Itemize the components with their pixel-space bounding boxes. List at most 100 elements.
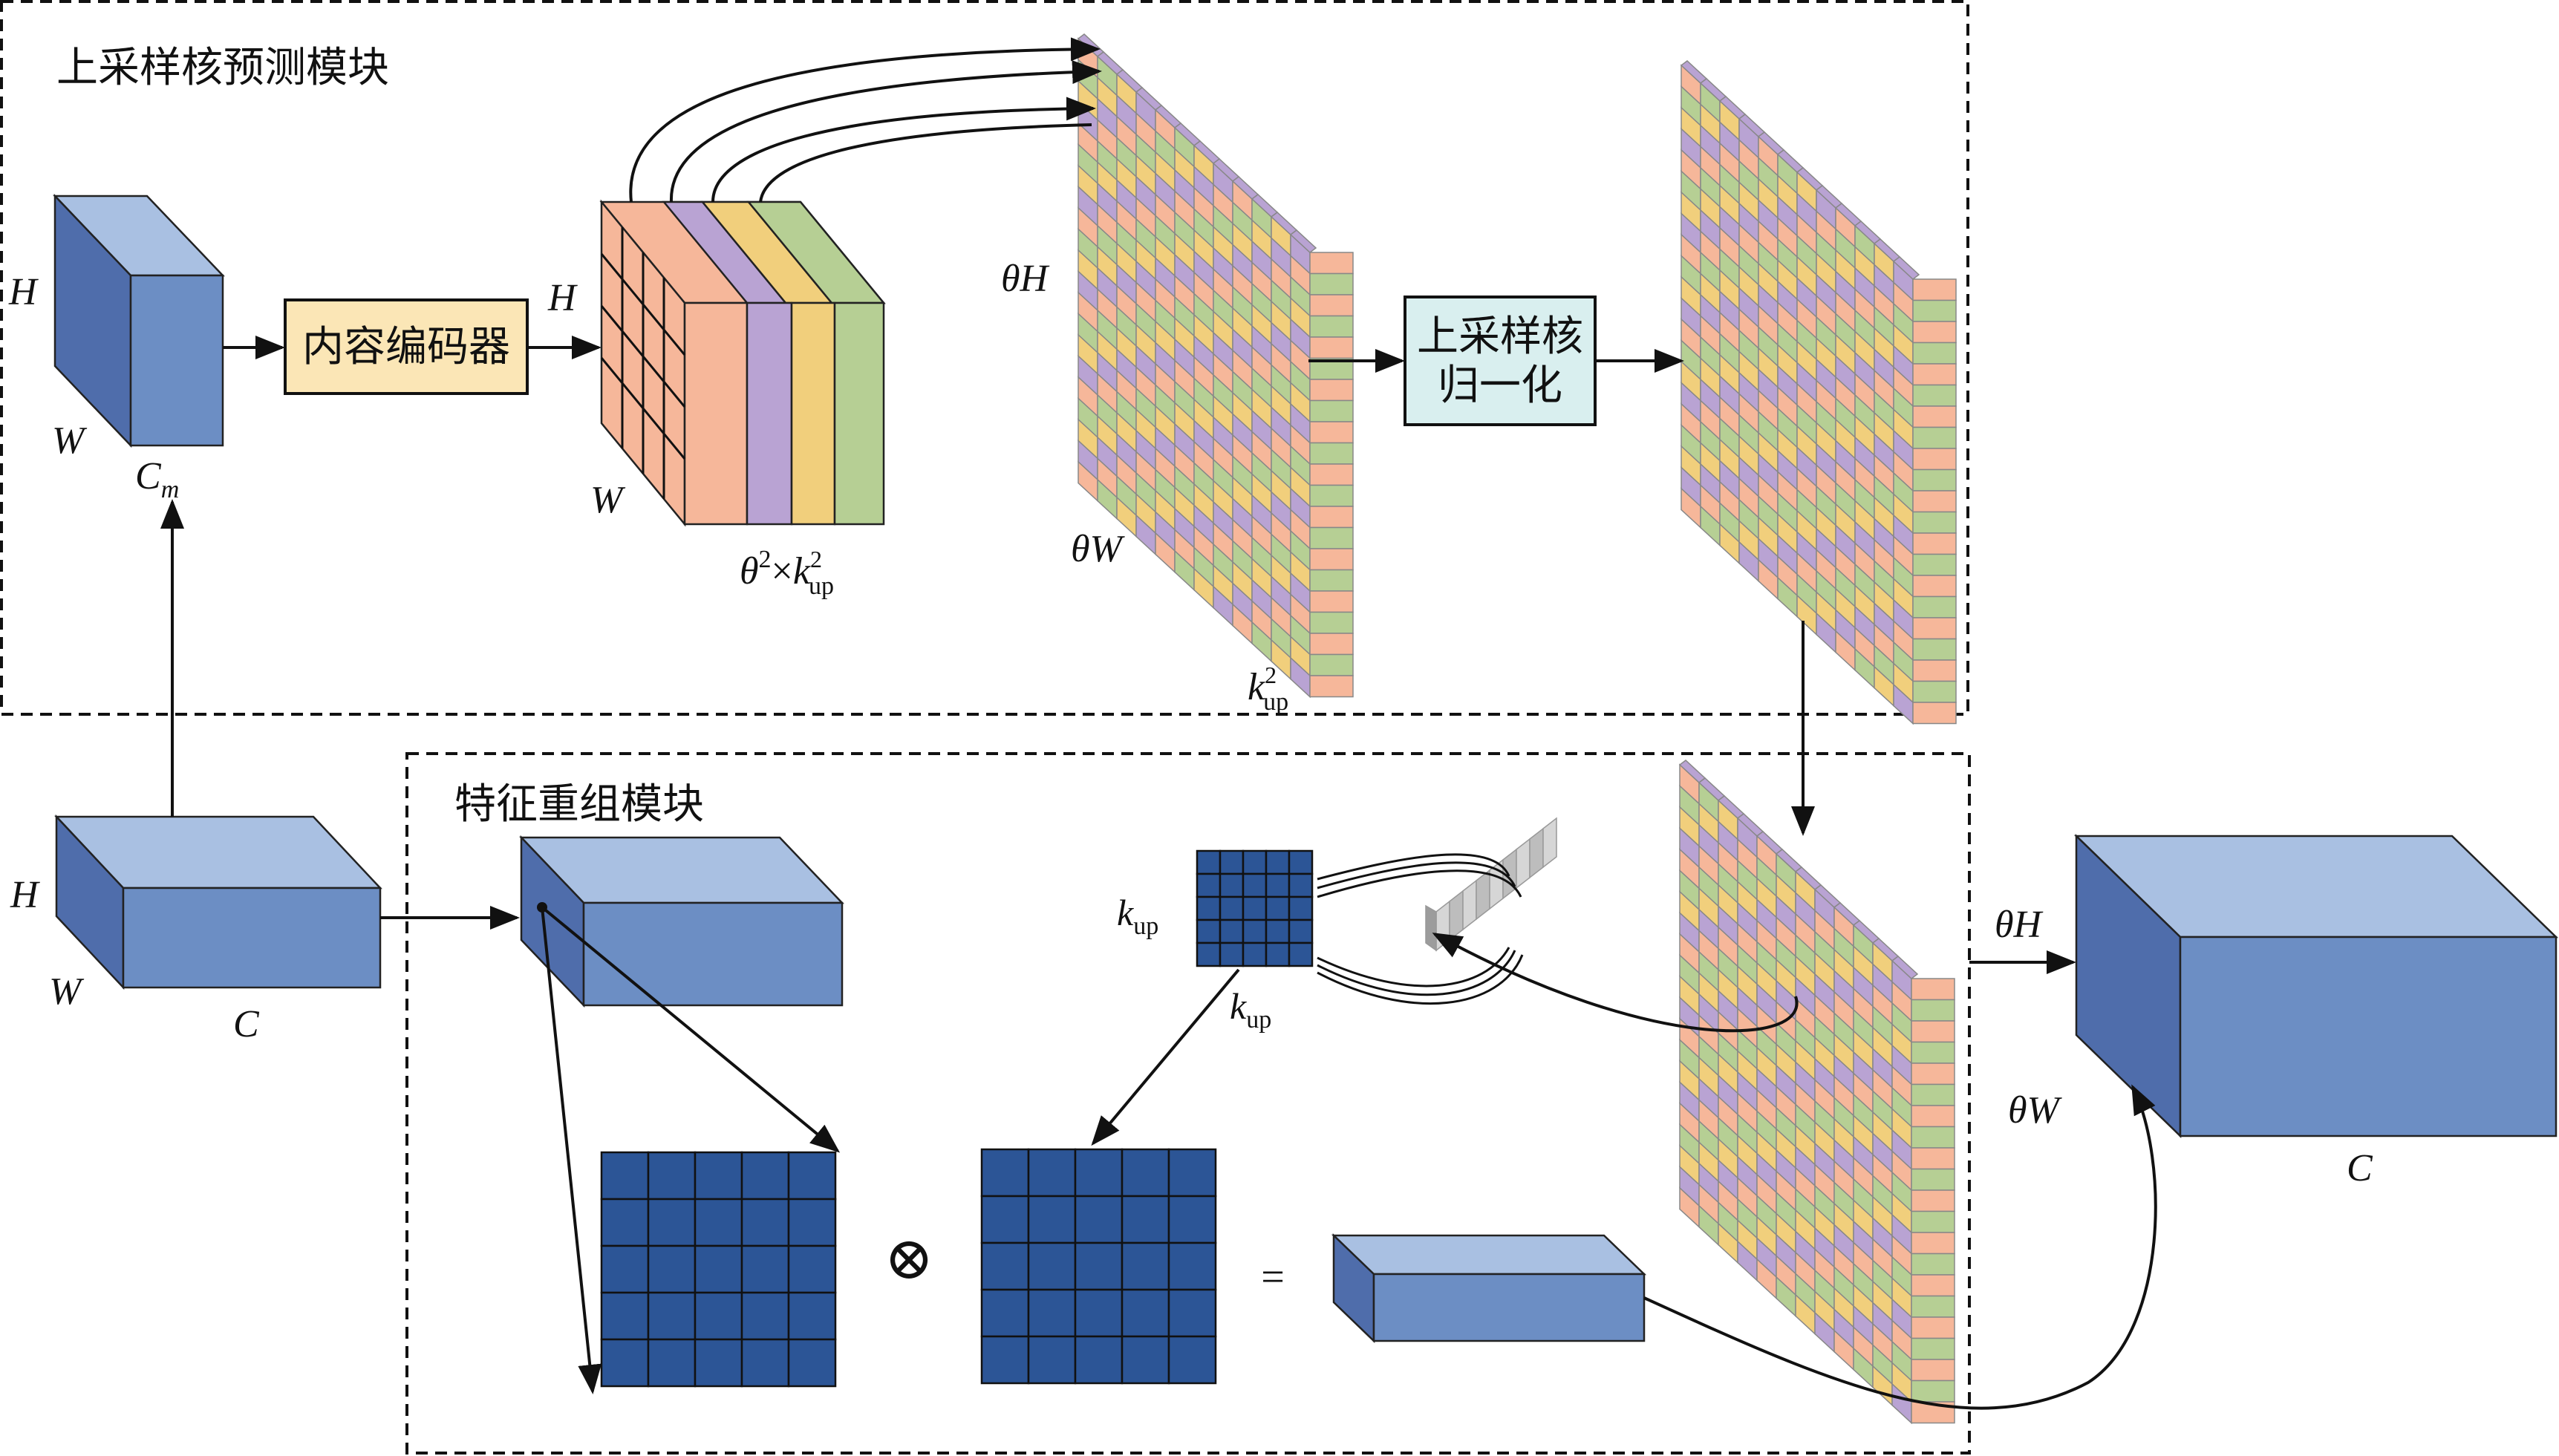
kernel-face-cell: [1912, 278, 1957, 301]
kernel-face-cell: [1912, 426, 1957, 449]
grid-cell: [1167, 1288, 1217, 1338]
grid-cell: [1265, 918, 1291, 944]
grid-cell: [1242, 872, 1268, 898]
kernel-face-cell: [1911, 1147, 1955, 1170]
kernel-face-cell: [1912, 405, 1957, 428]
grid-cell: [980, 1148, 1030, 1198]
grid-cell: [1265, 895, 1291, 921]
output-feature-cube: [2073, 834, 2559, 1138]
kernel-face-cell: [1912, 321, 1957, 344]
grid-cell: [1265, 941, 1291, 967]
kernel-face-cell: [1912, 511, 1957, 534]
grid-cell: [600, 1151, 650, 1201]
grid-cell: [694, 1244, 743, 1294]
vector-slice: [1529, 827, 1544, 879]
vector-slice-side: [1425, 904, 1437, 952]
volume-to-map-arrow-2: [669, 60, 1102, 203]
kernel-face-cell: [1309, 611, 1354, 634]
input-c-label: C: [233, 1003, 260, 1045]
vector-slice: [1435, 900, 1450, 952]
grid-cell: [694, 1151, 743, 1201]
grid-cell: [600, 1291, 650, 1341]
kernel-face-cell: [1309, 442, 1354, 465]
grid-cell: [1027, 1335, 1077, 1385]
small-kernel-grid: [1196, 849, 1314, 967]
grid-cell: [1027, 1148, 1077, 1198]
normalization-label-line1: 上采样核: [1417, 313, 1583, 361]
kernel-face-cell: [1911, 1062, 1955, 1086]
map-to-stack-arrow: [1432, 933, 1799, 1033]
output-c-label: C: [2347, 1147, 2373, 1189]
kernel-face-cell: [1911, 1337, 1955, 1360]
output-theta-h-label: θH: [1995, 904, 2044, 946]
map-theta-w-label: θW: [1071, 528, 1126, 570]
kernel-face-cell: [1912, 659, 1957, 682]
volume-to-map-arrow-4: [759, 123, 1092, 203]
kernel-face-cell: [1309, 272, 1354, 296]
kernel-grid: [980, 1148, 1217, 1385]
grid-cell: [787, 1151, 837, 1201]
kernel-face-cell: [1309, 315, 1354, 338]
kernel-cap: [1891, 956, 1919, 979]
grid-cell: [1167, 1148, 1217, 1198]
grid-cell: [1242, 941, 1268, 967]
grid-cell: [1219, 941, 1245, 967]
grid-cell: [1196, 872, 1222, 898]
map-theta-h-label: θH: [1001, 258, 1050, 300]
grid-cell: [1288, 895, 1314, 921]
kernel-map-reassembly: [1678, 760, 1955, 1425]
grid-cell: [647, 1338, 697, 1388]
kernel-face-cell: [1309, 675, 1354, 698]
kernel-face-cell: [1912, 363, 1957, 386]
grid-cell: [980, 1288, 1030, 1338]
kernel-face-cell: [1911, 1359, 1955, 1382]
vector-slice: [1476, 869, 1490, 921]
input-feature-cube: [54, 814, 382, 990]
grid-cell: [694, 1198, 743, 1247]
grid-cell: [1074, 1335, 1124, 1385]
kernel-prediction-module-frame: [0, 0, 1969, 716]
grid-cell: [1121, 1335, 1170, 1385]
kernel-face-cell: [1309, 526, 1354, 549]
kernel-face-cell: [1912, 617, 1957, 640]
kernel-face-cell: [1911, 1189, 1955, 1212]
grid-cell: [740, 1244, 790, 1294]
kernel-face-cell: [1309, 653, 1354, 676]
compressed-feature-cube: [53, 193, 225, 448]
kernel-face-cell: [1309, 590, 1354, 613]
kernel-face-cell: [1911, 1253, 1955, 1276]
grid-cell: [740, 1291, 790, 1341]
cube1-cm-label: Cm: [135, 455, 179, 503]
kernel-face-cell: [1911, 1126, 1955, 1149]
vector-slice: [1462, 879, 1477, 931]
kup-bottom-label: kup: [1230, 985, 1271, 1034]
kernel-face-cell: [1912, 702, 1957, 725]
point-to-grid-corner-arrow: [541, 906, 841, 1153]
grid-cell: [1242, 849, 1268, 875]
encoded-w-label: W: [590, 479, 626, 521]
grid-cell: [1121, 1288, 1170, 1338]
volume-to-map-arrow-3: [711, 97, 1096, 203]
kernel-face-cell: [1911, 1295, 1955, 1318]
predicted-kernel-map: [1077, 33, 1354, 699]
grid-cell: [740, 1151, 790, 1201]
grid-cell: [1074, 1241, 1124, 1291]
grid-cell: [1074, 1288, 1124, 1338]
grid-cell: [1219, 895, 1245, 921]
kup-left-label: kup: [1117, 892, 1158, 940]
kernel-face-cell: [1911, 999, 1955, 1022]
encoded-h-label: H: [547, 277, 578, 319]
grid-cell: [1196, 941, 1222, 967]
vector-slice: [1449, 889, 1464, 941]
kernel-face-cell: [1912, 299, 1957, 322]
grid-cell: [740, 1198, 790, 1247]
kernel-face-cell: [1911, 1041, 1955, 1064]
otimes-symbol: ⊗: [884, 1227, 933, 1292]
kernel-face-cell: [1309, 399, 1354, 422]
grid-cell: [1196, 918, 1222, 944]
grid-cell: [740, 1338, 790, 1388]
grid-cell: [980, 1335, 1030, 1385]
grid-cell: [980, 1241, 1030, 1291]
kernel-face-cell: [1911, 1105, 1955, 1128]
